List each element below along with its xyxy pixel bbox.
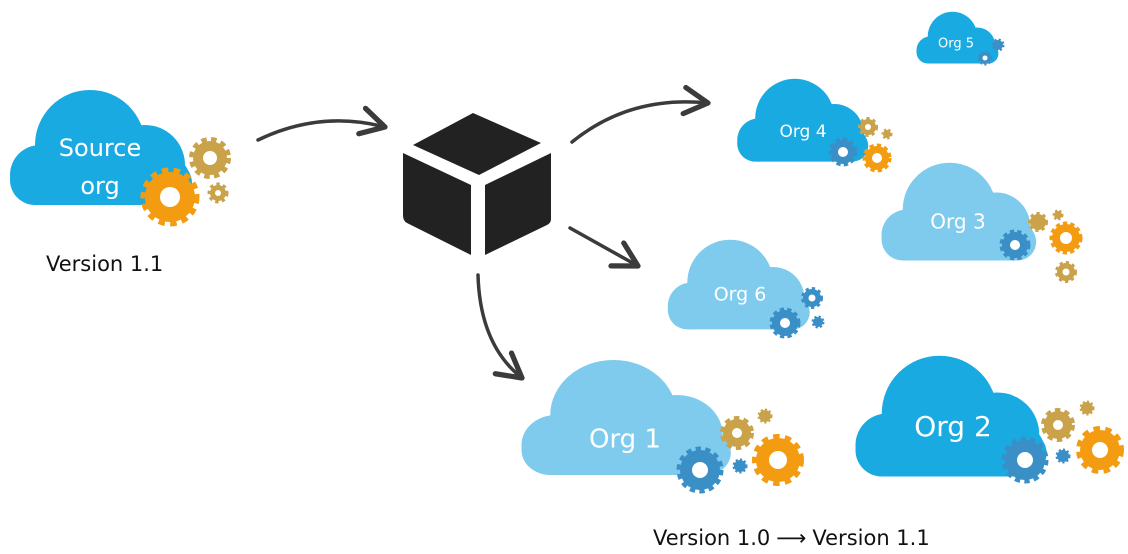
long-right-arrow-icon: ⟶ [776, 526, 807, 550]
arrow-package-to-org1 [476, 273, 525, 381]
arrow-source-to-package [256, 105, 388, 142]
org5-cloud: Org 5 [916, 11, 1005, 66]
source-org-cloud: Source org [10, 90, 231, 227]
org6-cloud: Org 6 [667, 239, 825, 339]
gears-icon [676, 408, 804, 494]
org1-cloud: Org 1 [521, 360, 804, 494]
org2-cloud: Org 2 [855, 355, 1124, 484]
source-label-line2: org [80, 172, 119, 200]
org5-label: Org 5 [938, 37, 974, 52]
org3-label: Org 3 [930, 210, 985, 234]
source-version-caption: Version 1.1 [46, 252, 164, 276]
org4-cloud: Org 4 [737, 78, 893, 173]
flow-arrows [256, 84, 711, 381]
arrow-package-to-org6 [568, 226, 641, 269]
org2-label: Org 2 [914, 410, 992, 443]
gears-icon [769, 287, 825, 339]
upgrade-version-caption: Version 1.0⟶Version 1.1 [653, 526, 930, 550]
from-version: Version 1.0 [653, 526, 771, 550]
box-icon [403, 113, 551, 255]
org6-label: Org 6 [714, 284, 767, 306]
org3-cloud: Org 3 [881, 162, 1083, 283]
gears-icon [999, 209, 1083, 283]
org1-label: Org 1 [589, 425, 661, 455]
gears-icon [828, 117, 893, 173]
arrow-package-to-org4 [570, 84, 711, 144]
gears-icon [977, 38, 1005, 66]
to-version: Version 1.1 [812, 526, 930, 550]
org4-label: Org 4 [779, 122, 826, 142]
gears-icon [1001, 400, 1124, 484]
source-label-line1: Source [59, 134, 141, 162]
gears-icon [140, 137, 231, 227]
